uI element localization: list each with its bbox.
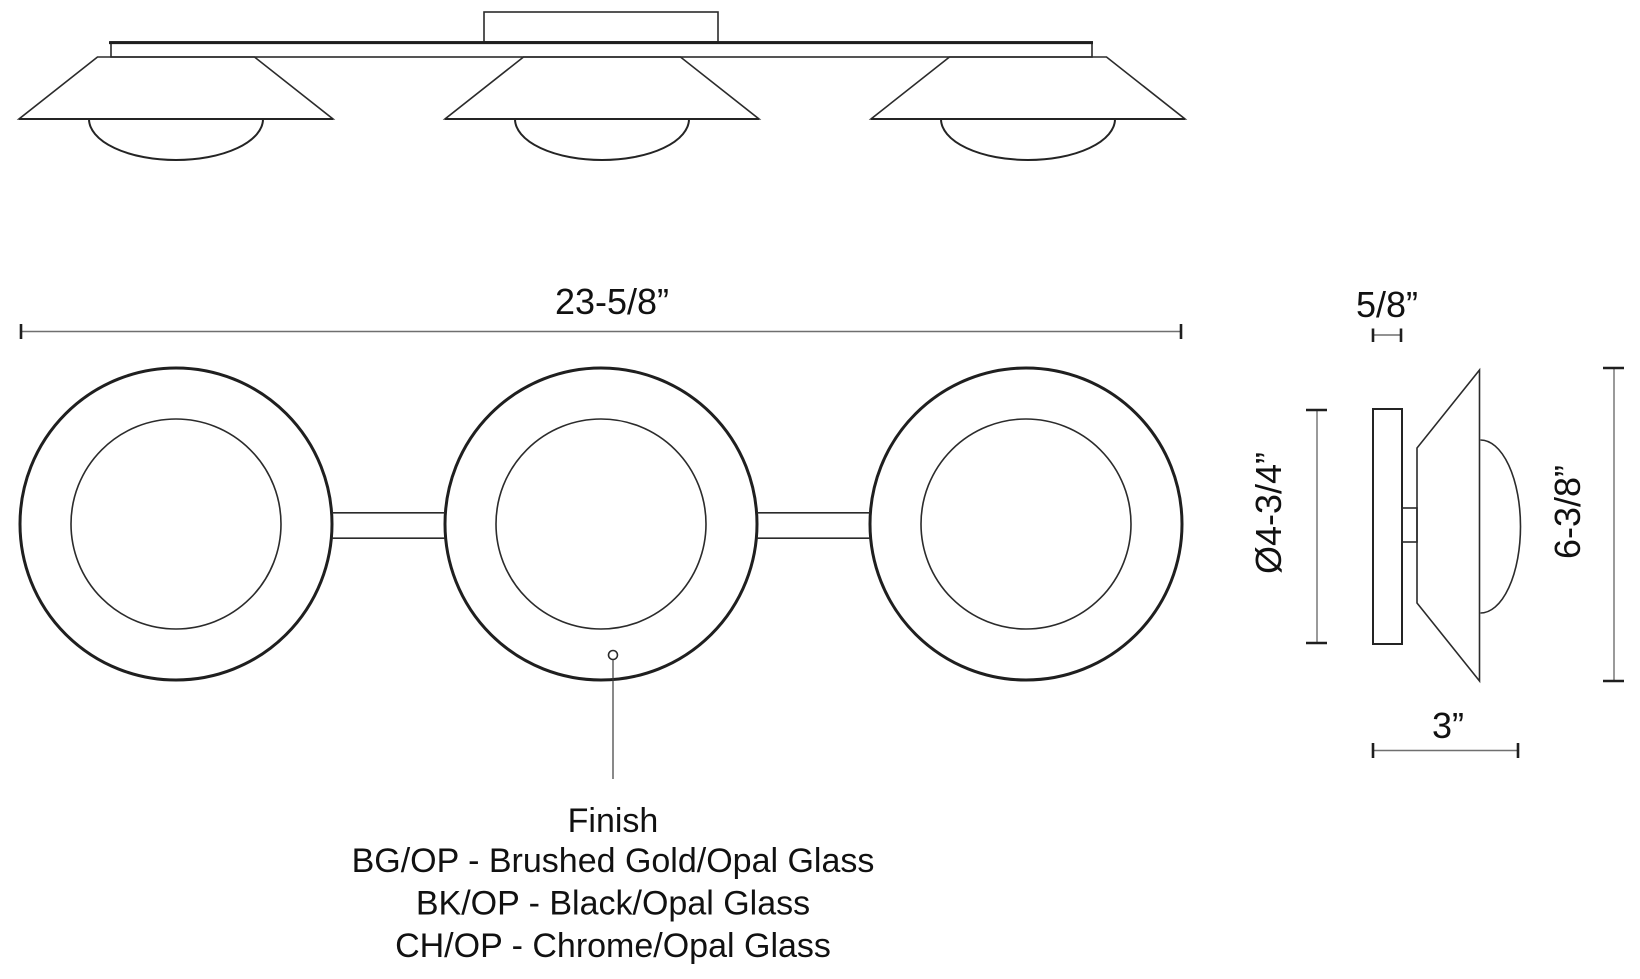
glass-circle-3 xyxy=(920,418,1132,630)
overall-width-label: 23-5/8” xyxy=(555,281,669,322)
glass-dome-2 xyxy=(514,118,690,161)
glass-dome-1 xyxy=(88,118,264,161)
fixture-height-label: 6-3/8” xyxy=(1547,465,1588,559)
backplate-diameter-label: Ø4-3/4” xyxy=(1248,452,1289,574)
backplate-thickness-dimension: 5/8” xyxy=(1356,284,1418,342)
side-view xyxy=(1372,367,1522,684)
backplate-side xyxy=(1372,408,1403,645)
glass-circle-1 xyxy=(70,418,282,630)
canopy-box xyxy=(483,11,719,43)
glass-circle-2 xyxy=(495,418,707,630)
finish-option-bk-op: BK/OP - Black/Opal Glass xyxy=(416,885,810,923)
mounting-rail xyxy=(110,41,1093,58)
fixture-depth-label: 3” xyxy=(1432,705,1464,746)
shade-circle-3 xyxy=(868,366,1184,682)
glass-dome-side xyxy=(1480,439,1522,614)
top-view xyxy=(16,11,1188,161)
backplate-diameter-dimension: Ø4-3/4” xyxy=(1248,408,1327,645)
shade-side-profile xyxy=(1416,367,1481,684)
connector-bar-2 xyxy=(757,511,870,540)
finish-leader-dot xyxy=(607,649,619,661)
shade-circle-1 xyxy=(18,366,334,682)
shade-circle-2 xyxy=(443,366,759,682)
shade-profile-2 xyxy=(442,56,762,120)
fixture-height-dimension: 6-3/8” xyxy=(1547,366,1624,683)
finish-option-bg-op: BG/OP - Brushed Gold/Opal Glass xyxy=(352,842,875,880)
stem-side xyxy=(1401,507,1418,543)
glass-dome-3 xyxy=(940,118,1116,161)
shade-profile-1 xyxy=(16,56,336,120)
finish-option-ch-op: CH/OP - Chrome/Opal Glass xyxy=(395,927,831,965)
finish-note: Finish BG/OP - Brushed Gold/Opal Glass B… xyxy=(352,802,875,965)
front-view xyxy=(18,366,1184,779)
fixture-depth-dimension: 3” xyxy=(1371,705,1520,758)
connector-bar-1 xyxy=(332,511,445,540)
backplate-thickness-label: 5/8” xyxy=(1356,284,1418,325)
finish-note-title: Finish xyxy=(568,802,659,840)
overall-width-dimension: 23-5/8” xyxy=(19,281,1183,339)
shade-profile-3 xyxy=(868,56,1188,120)
